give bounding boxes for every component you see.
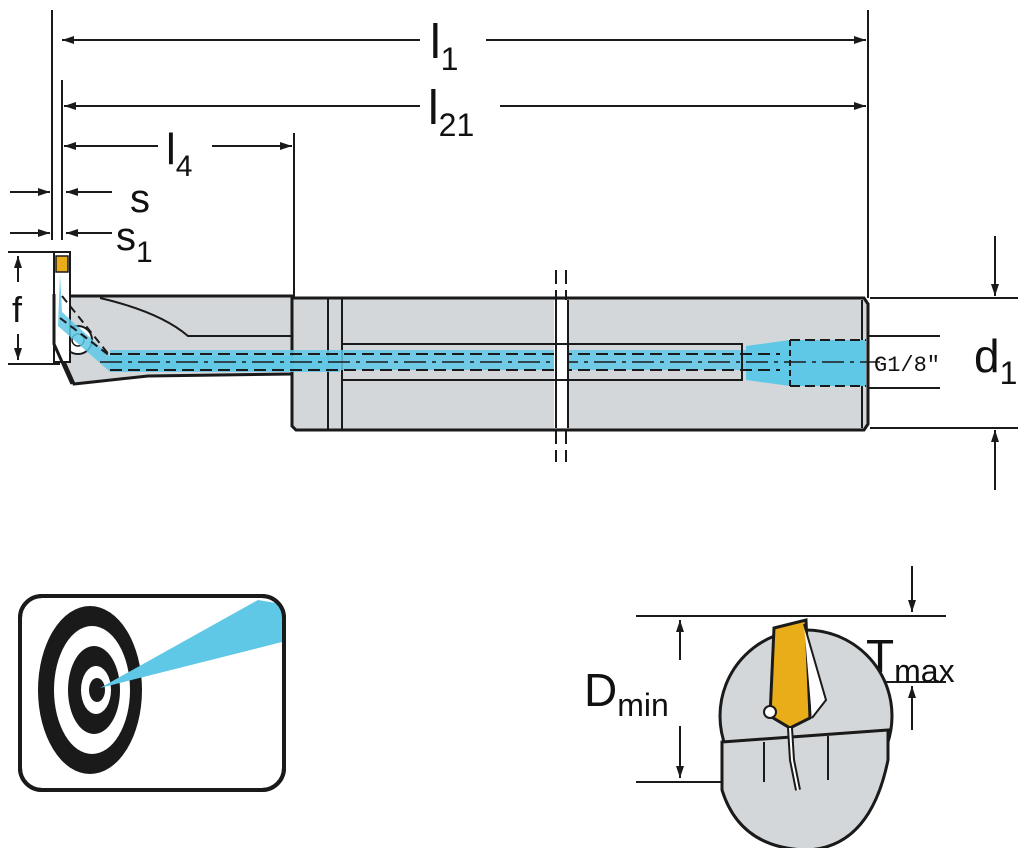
dimension-label-s: s bbox=[130, 177, 150, 221]
dimension-label-d1: d1 bbox=[974, 330, 1017, 391]
dimension-label-tmax: Tmax bbox=[866, 630, 955, 689]
dimension-label-l4: l4 bbox=[166, 125, 192, 183]
bore-cross-section: Dmin Tmax bbox=[584, 566, 955, 848]
dimension-l1: l1 bbox=[62, 16, 866, 77]
coolant-channel bbox=[58, 274, 940, 389]
target-with-coolant-jet-icon bbox=[18, 594, 286, 792]
dimension-l4: l4 bbox=[64, 125, 292, 183]
thread-spec-label: G1/8″ bbox=[874, 353, 940, 378]
dimension-s: s bbox=[10, 177, 150, 221]
dimension-label-dmin: Dmin bbox=[584, 664, 669, 723]
shank-bore-outline bbox=[342, 343, 743, 381]
boring-bar-body bbox=[52, 251, 870, 432]
break-lines bbox=[554, 270, 569, 462]
dimension-label-l1: l1 bbox=[430, 16, 458, 77]
dimension-label-s1: s1 bbox=[116, 215, 153, 269]
dimension-l21: l21 bbox=[64, 82, 866, 143]
dimension-d1: d1 bbox=[974, 236, 1017, 490]
dimension-label-f: f bbox=[12, 289, 23, 330]
dimension-f: f bbox=[12, 256, 23, 360]
dimension-s1: s1 bbox=[10, 215, 153, 269]
dimension-label-l21: l21 bbox=[428, 82, 474, 143]
extension-lines bbox=[8, 10, 1018, 429]
